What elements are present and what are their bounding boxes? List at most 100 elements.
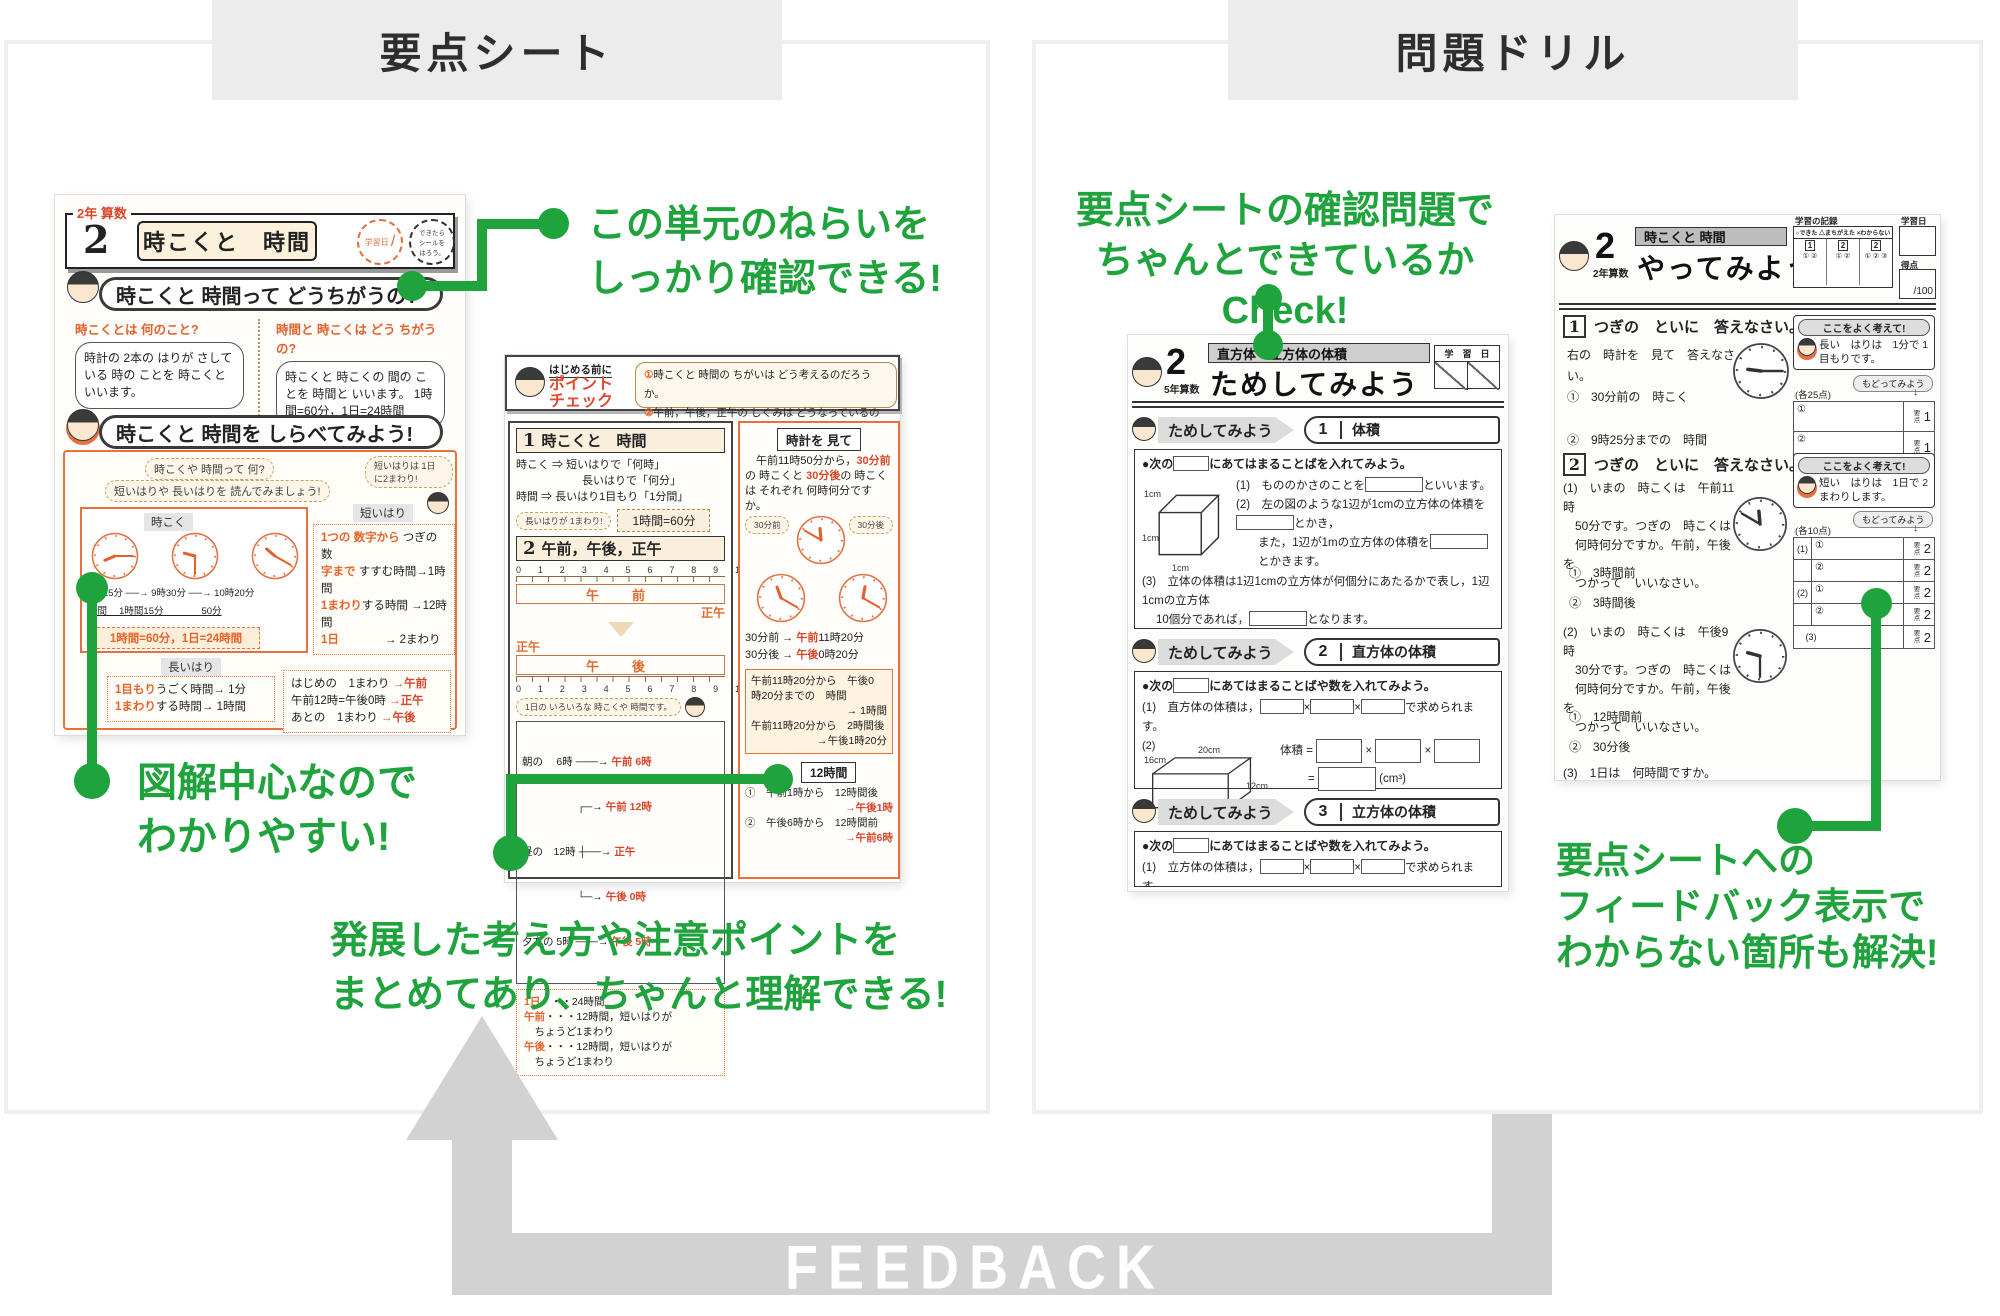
text-line: あとの 1まわり →午後 [291, 710, 443, 727]
title: つぎの といに 答えなさい。 [1594, 457, 1805, 474]
clock-1150-icon [796, 515, 846, 565]
rest: → 2まわり [338, 634, 441, 646]
youten: 要点 [1913, 607, 1921, 622]
text-line: 1つの 数字から つぎの数 [321, 530, 447, 564]
clock-815-icon [91, 532, 139, 580]
unit-number: 2 [83, 217, 110, 262]
points2: (各10点) [1795, 526, 1831, 537]
title: つぎの といに 答えなさい。 [1594, 319, 1805, 336]
num: 2 [523, 538, 536, 559]
watch-paragraph: 午前11時50分から，30分前の 時こくと 30分後の 時こくは それぞれ 何時… [745, 454, 893, 514]
cloud-day: 1日の いろいろな 時こくや 時間です。 [516, 698, 681, 716]
pointcheck-header: はじめる前に ポイントチェック ①時こくと 時間の ちがいは どう考えるのだろう… [505, 355, 900, 438]
youten: 要点 [1913, 563, 1921, 578]
pointcheck-questions: ①時こくと 時間の ちがいは どう考えるのだろうか。 ②午前，午後，正午の しく… [635, 362, 897, 438]
title: 時こくと 時間 [541, 433, 647, 450]
cloud-long-hand: 長いはりが 1まわり! [516, 511, 612, 530]
rest: └─→ [522, 891, 606, 903]
accent: 1まわり [115, 701, 156, 713]
grade-label: 2年 算数 [73, 203, 131, 222]
unit-bar: 直方体・立方体の体積 [1208, 343, 1430, 363]
num: 1 [523, 430, 536, 451]
group [1794, 604, 1812, 625]
answer1-bubble: 時計の 2本の はりが さしている 時の ことを 時こくといいます。 [75, 342, 244, 409]
callout-dot [397, 271, 427, 301]
num: 2 [1563, 453, 1586, 476]
hint-title: ここをよく考えて! [1798, 319, 1930, 336]
section2-body: 時こくや 時間って 何? 短いはりや 長いはりを 読んでみましょう! 短いはりは… [63, 450, 457, 733]
text-line: 夕方の 5時 ───→ 午後 5時 [522, 935, 719, 950]
q-num: 2 [1837, 240, 1849, 251]
accent: →午前 [392, 678, 428, 690]
text-line: 1目もりうごく時間→ 1分 [115, 682, 267, 699]
text-line: 図解中心なので [137, 761, 417, 805]
section1-heading: 時こくと 時間って どうちがうの? [99, 277, 443, 311]
left-panel-title: 要点シート [212, 0, 782, 100]
key [1828, 626, 1904, 648]
unit-title: 時こくと 時間 [137, 221, 317, 261]
goback-pill: もどってみよう [1853, 511, 1934, 528]
study-date-box: 学 習 日 [1434, 345, 1500, 390]
girl-icon [1798, 338, 1816, 356]
text: ●次の [1142, 679, 1174, 693]
text-line: (1) 立方体の体積は，××で求められます。 [1142, 859, 1494, 886]
accent: 1つの 数字から [321, 532, 400, 544]
worksheet-tameshite: 2 5年算数 直方体・立方体の体積 ためしてみよう 学 習 日 ためしてみよう … [1128, 335, 1508, 891]
down-arrow: ↓ [1913, 387, 1918, 398]
rest: する時間 →12時間 [321, 600, 447, 629]
ticks [516, 676, 725, 682]
grade: 2年 [77, 206, 98, 221]
highlight-formula: 1時間=60分，1日=24時間 [92, 627, 260, 649]
unit-bar: 時こくと 時間 [1635, 227, 1787, 246]
text: の 時こくは それぞれ 何時何分ですか。 [745, 470, 888, 512]
day-cloud-row: 1日の いろいろな 時こくや 時間です。 [516, 697, 725, 717]
rest: すすむ時間→1時間 [321, 566, 446, 595]
study-date-label: 学 習 日 [1435, 346, 1499, 362]
text: にあてはまることばや数を入れてみよう。 [1209, 839, 1436, 853]
twelve-hours-label: 12時間 [801, 762, 857, 783]
section1-text: 時こくと 時間って どうちがうの? [116, 285, 419, 308]
callout-dot [74, 763, 110, 799]
text-line: → 1時間 [846, 705, 887, 717]
section1-content: ●次のにあてはまることばを入れてみよう。 1cm 1cm 1cm (1) ものの… [1134, 449, 1502, 629]
text-line: 時20分までの 時間 [751, 690, 847, 702]
callout-text: 要点シートへの フィードバック表示で わからない箇所も解決! [1556, 838, 1938, 976]
text: 10個分であれば， [1156, 614, 1250, 626]
callout-text: 図解中心なので わかりやすい! [137, 756, 417, 864]
hint-text: 長い はりは 1分で 1目もりです。 [1819, 339, 1929, 365]
text-line: また，1辺が1mの立方体の体積をとかきます。 [1236, 534, 1494, 572]
study-date-label: 学習日 [364, 237, 389, 247]
hour-row: 長いはりが 1まわり! 1時間=60分 [516, 509, 725, 532]
duration-box: 午前11時20分から 午後0 時20分までの 時間 → 1時間 午前11時20分… [745, 669, 893, 754]
val: 2 [1923, 585, 1931, 600]
q1-sub1: ① 3時間前 [1569, 566, 1636, 580]
text-line: 30分後 → 午後0時20分 [745, 647, 893, 664]
group [1794, 560, 1812, 581]
right-column: 時計を 見て 午前11時50分から，30分前の 時こくと 30分後の 時こくは … [738, 421, 900, 879]
callout-text: 発展した考え方や注意ポイントを まとめてあり、ちゃんと理解できる! [330, 914, 947, 1022]
label: (2) [1142, 740, 1156, 752]
accent: 正午 [614, 846, 636, 858]
long-hand-box: 1目もりうごく時間→ 1分 1まわりする時間→ 1時間 [107, 676, 275, 722]
down-arrow [607, 622, 634, 637]
text: ●次の [1142, 457, 1174, 471]
right-panel-title: 問題ドリル [1228, 0, 1798, 100]
rule [1132, 401, 1504, 408]
sticker-circle: できたら シールを はろう。 [409, 219, 455, 265]
text: で求められます。 [1142, 702, 1474, 733]
text-line: (1) もののかさのことをといいます。 [1236, 477, 1494, 496]
text: (1) 直方体の体積は， [1142, 702, 1260, 714]
worksheet-pointcheck: はじめる前に ポイントチェック ①時こくと 時間の ちがいは どう考えるのだろう… [505, 355, 900, 1076]
num: 1 [1563, 315, 1586, 338]
rest: あとの 1まわり [291, 712, 381, 724]
date-cell [1435, 362, 1468, 390]
rest: 30分前 → [745, 632, 797, 644]
text-line: 朝の 6時 ───→ 午前 6時 [522, 755, 719, 770]
feedback-arrow-shaft-right [1492, 1114, 1552, 1244]
